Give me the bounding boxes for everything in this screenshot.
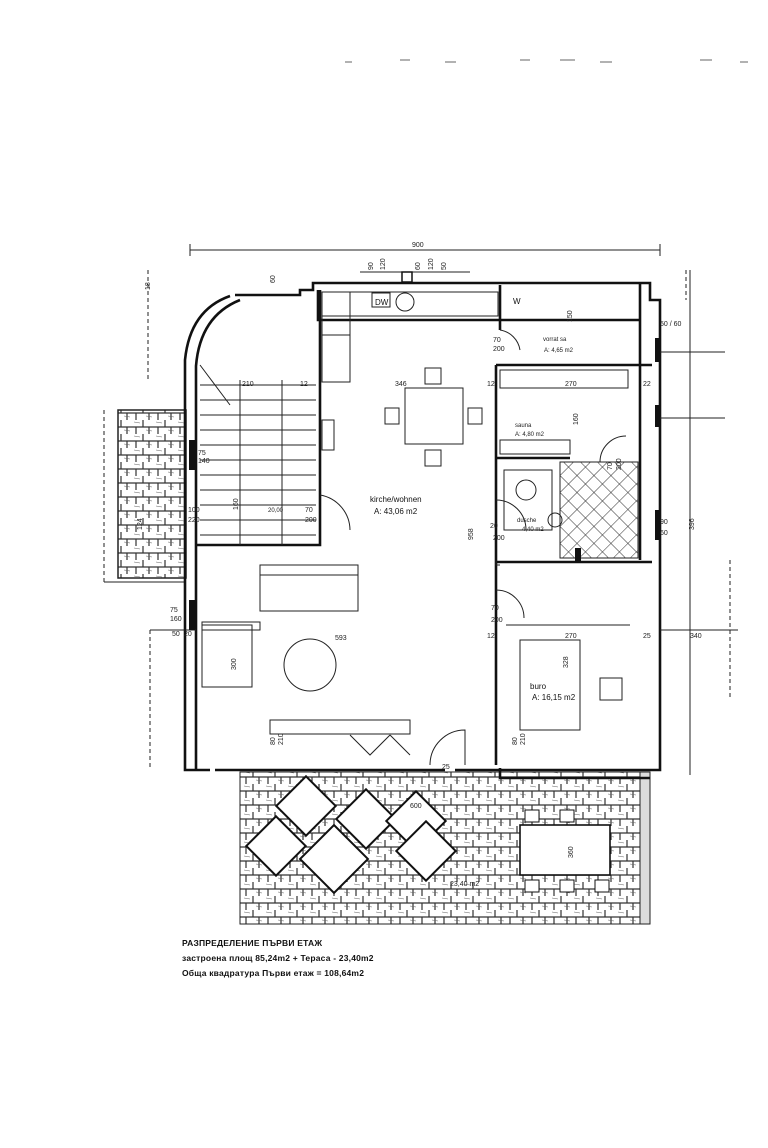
label-office: buro <box>530 682 547 691</box>
dim-terrace-area: 23,40 m2 <box>450 881 479 888</box>
dim-20b: 20 <box>184 631 192 638</box>
dim-50: 50 <box>172 631 180 638</box>
dim-360: 360 <box>568 846 575 858</box>
area-entry: 20,00 <box>268 508 284 514</box>
dim-12b: 12 <box>487 381 495 388</box>
caption-built-area: застроена площ 85,24m2 + Тераса - 23,40m… <box>182 953 374 963</box>
label-sauna: sauna <box>515 423 532 429</box>
label-wardrobe: W <box>513 297 521 306</box>
dim-346: 346 <box>395 381 407 388</box>
dim-12: 12 <box>300 381 308 388</box>
dim-80a: 80 <box>270 737 277 745</box>
dim-396: 396 <box>689 518 696 530</box>
office-furniture <box>506 624 630 731</box>
dim-210a: 210 <box>278 733 285 745</box>
dim-600: 600 <box>410 803 422 810</box>
terrace-dining-table <box>519 809 611 893</box>
area-shower: 4,40 m2 <box>522 527 544 533</box>
dim-70-a: 70 <box>493 337 501 344</box>
dim-70-b: 70 <box>607 462 614 470</box>
dim-160c: 160 <box>170 616 182 623</box>
dim-70-c: 70 <box>305 507 313 514</box>
bathroom-fixtures <box>503 469 563 531</box>
terrace-loungers <box>244 774 458 895</box>
exterior-walls <box>183 281 662 772</box>
label-storage: vorrat sa <box>543 337 567 343</box>
dim-200-a: 200 <box>493 346 505 353</box>
dim-210: 210 <box>242 381 254 388</box>
dim-160b: 160 <box>233 498 240 510</box>
area-sauna: A: 4,80 m2 <box>515 432 545 438</box>
dim-top-5: 50 <box>441 262 448 270</box>
dim-75b: 75 <box>170 607 178 614</box>
top-noise-marks <box>345 59 748 63</box>
dim-25b: 25 <box>442 764 450 771</box>
dim-top-3: 60 <box>415 262 422 270</box>
dim-top-4: 120 <box>428 258 435 270</box>
sauna-benches <box>499 369 629 463</box>
area-kitchen: A: 43,06 m2 <box>374 507 418 516</box>
label-dw: DW <box>375 298 389 307</box>
dining-table <box>384 367 483 467</box>
interior-walls <box>194 290 652 780</box>
area-storage: A: 4,65 m2 <box>544 348 574 354</box>
dim-200-b: 200 <box>616 458 623 470</box>
dim-70-d: 70 <box>491 605 499 612</box>
dim-25: 25 <box>643 633 651 640</box>
dim-20: 20 <box>490 523 498 530</box>
dim-60: 60 <box>660 530 668 537</box>
dim-140: 140 <box>198 458 210 465</box>
dim-150: 150 <box>567 310 574 322</box>
dim-top-1: 90 <box>368 262 375 270</box>
overall-dimension: 900 <box>189 242 661 256</box>
dim-overall-width: 900 <box>412 242 424 249</box>
dim-270: 270 <box>565 381 577 388</box>
dim-124: 124 <box>137 518 144 530</box>
left-stone-terrace <box>117 409 187 579</box>
dim-200-e: 200 <box>491 617 503 624</box>
dim-270b: 270 <box>565 633 577 640</box>
dim-75: 75 <box>198 450 206 457</box>
top-segment-dimensions: 90 120 60 120 50 60 18 <box>145 258 687 380</box>
kitchen-counter <box>321 291 499 451</box>
dim-100: 100 <box>188 507 200 514</box>
dim-220: 220 <box>188 517 200 524</box>
living-furniture <box>201 564 466 766</box>
dim-300: 300 <box>231 658 238 670</box>
dim-210b: 210 <box>520 733 527 745</box>
dim-80b: 80 <box>512 737 519 745</box>
area-office: A: 16,15 m2 <box>532 693 576 702</box>
dim-top-6: 60 <box>270 275 277 283</box>
shower-tiles <box>559 461 639 559</box>
dim-22: 22 <box>643 381 651 388</box>
dim-160: 160 <box>573 413 580 425</box>
right-dimensions <box>149 270 738 775</box>
dim-top-2: 120 <box>380 258 387 270</box>
door-swings <box>319 329 527 619</box>
caption-title: РАЗПРЕДЕЛЕНИЕ ПЪРВИ ЕТАЖ <box>182 938 323 948</box>
dim-593: 593 <box>335 635 347 642</box>
dim-50-60: 50 / 60 <box>660 321 682 328</box>
dim-340: 340 <box>690 633 702 640</box>
dim-200-c: 200 <box>305 517 317 524</box>
window-markers <box>189 271 659 630</box>
caption-total-area: Обща квадратура Първи етаж = 108,64m2 <box>182 968 365 978</box>
dim-12c: 12 <box>487 633 495 640</box>
dim-90: 90 <box>660 519 668 526</box>
dim-200-d: 200 <box>493 535 505 542</box>
staircase <box>199 364 316 545</box>
dim-958: 958 <box>468 528 475 540</box>
dim-328: 328 <box>563 656 570 668</box>
label-shower: dusche <box>517 518 537 524</box>
label-kitchen: kirche/wohnen <box>370 495 422 504</box>
